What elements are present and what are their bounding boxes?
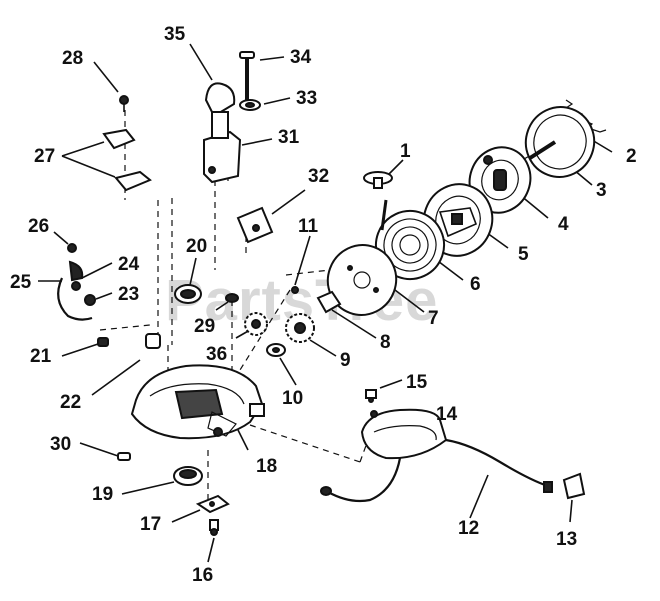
callout-labels: 1 2 3 4 5 6 7 8 9 10 11 12 13 14 15 16 1… bbox=[10, 24, 637, 586]
part-8-pawl bbox=[316, 290, 342, 314]
callout-35: 35 bbox=[164, 24, 186, 45]
callout-13: 13 bbox=[556, 529, 577, 550]
part-24-clamp bbox=[68, 260, 84, 291]
callout-34: 34 bbox=[290, 47, 312, 68]
part-23-nut bbox=[84, 294, 96, 306]
part-19-grommet bbox=[173, 466, 203, 486]
part-36-gear bbox=[244, 312, 268, 336]
callout-25: 25 bbox=[10, 272, 32, 293]
part-1-post bbox=[363, 171, 393, 189]
part-11-screw bbox=[291, 286, 299, 294]
part-14-switch bbox=[360, 408, 448, 460]
callout-5: 5 bbox=[518, 244, 529, 265]
part-30-screw bbox=[117, 452, 131, 461]
callout-22: 22 bbox=[60, 392, 81, 413]
callout-15: 15 bbox=[406, 372, 428, 393]
callout-21: 21 bbox=[30, 346, 52, 367]
part-15-screw bbox=[365, 389, 377, 403]
part-25-wire bbox=[57, 277, 93, 321]
callout-33: 33 bbox=[296, 88, 317, 109]
callout-24: 24 bbox=[118, 254, 140, 275]
callout-2: 2 bbox=[626, 146, 637, 167]
callout-8: 8 bbox=[380, 332, 391, 353]
part-12-wire bbox=[320, 438, 553, 503]
part-35-knob bbox=[204, 82, 236, 118]
part-27-clip-upper bbox=[102, 128, 136, 150]
part-34-bolt bbox=[239, 51, 255, 102]
callout-7: 7 bbox=[428, 308, 439, 329]
callout-30: 30 bbox=[50, 434, 71, 455]
part-9-gear bbox=[285, 313, 315, 343]
part-18-housing bbox=[130, 364, 265, 440]
callout-19: 19 bbox=[92, 484, 113, 505]
callout-27: 27 bbox=[34, 146, 55, 167]
callout-36: 36 bbox=[206, 344, 227, 365]
callout-3: 3 bbox=[596, 180, 607, 201]
callout-4: 4 bbox=[558, 214, 569, 235]
part-32-plate bbox=[236, 206, 274, 244]
part-22-pin bbox=[145, 333, 161, 349]
part-28-screw bbox=[119, 95, 129, 112]
callout-12: 12 bbox=[458, 518, 479, 539]
callout-29: 29 bbox=[194, 316, 215, 337]
part-29-screw bbox=[225, 293, 239, 303]
callout-23: 23 bbox=[118, 284, 139, 305]
callout-26: 26 bbox=[28, 216, 49, 237]
callout-10: 10 bbox=[282, 388, 303, 409]
part-21-screw bbox=[97, 337, 109, 347]
part-10-spacer bbox=[266, 343, 286, 357]
callout-20: 20 bbox=[186, 236, 207, 257]
part-7-spring-plate bbox=[326, 244, 398, 316]
part-16-screw bbox=[209, 519, 219, 536]
callout-17: 17 bbox=[140, 514, 161, 535]
callout-16: 16 bbox=[192, 565, 213, 586]
part-27-clip-lower bbox=[114, 170, 152, 192]
callout-9: 9 bbox=[340, 350, 351, 371]
part-3-cover-disc bbox=[524, 106, 596, 178]
callout-28: 28 bbox=[62, 48, 83, 69]
part-6-rewind-spring bbox=[375, 199, 445, 280]
part-33-washer bbox=[239, 99, 261, 111]
part-26-screw bbox=[67, 243, 77, 253]
part-31-bracket bbox=[203, 111, 242, 184]
callout-14: 14 bbox=[436, 404, 458, 425]
part-20-bushing bbox=[174, 284, 202, 304]
callout-11: 11 bbox=[298, 216, 319, 237]
part-17-plate bbox=[195, 494, 230, 514]
callout-1: 1 bbox=[400, 141, 411, 162]
callout-32: 32 bbox=[308, 166, 329, 187]
callout-18: 18 bbox=[256, 456, 277, 477]
leader-lines bbox=[38, 43, 613, 563]
callout-31: 31 bbox=[278, 127, 300, 148]
callout-6: 6 bbox=[470, 274, 481, 295]
part-13-connector bbox=[562, 472, 586, 500]
